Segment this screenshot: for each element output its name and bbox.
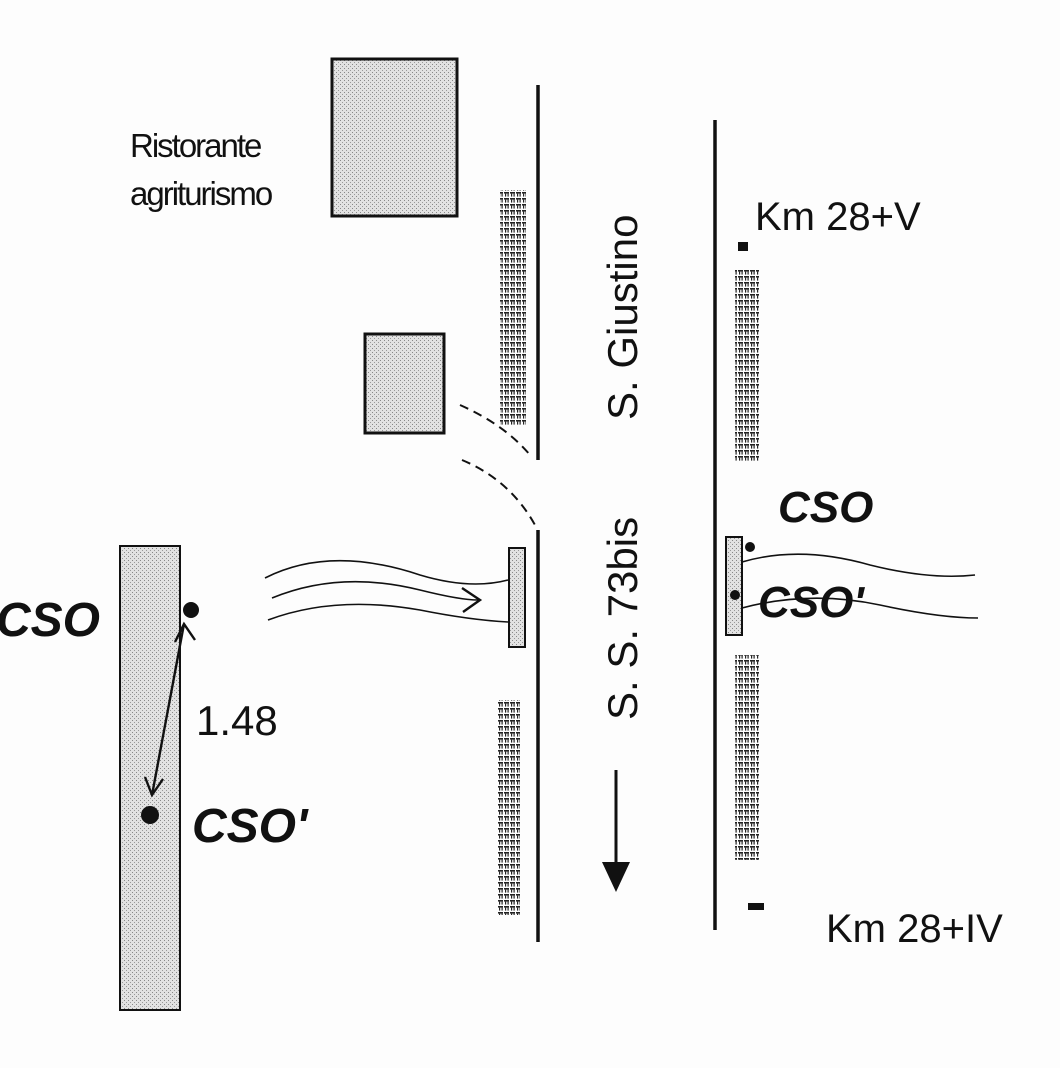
cso-left-label: CSO	[0, 594, 100, 647]
cso-point-left	[183, 602, 199, 618]
km-marker-lower	[748, 903, 764, 910]
guardrail-right-upper	[735, 270, 759, 462]
side-road-dashed	[459, 404, 536, 526]
agriturismo-label: agriturismo	[130, 175, 272, 212]
locality-label: S. Giustino	[599, 215, 646, 420]
detail-strip	[119, 545, 181, 1011]
cso-prime-left-label: CSO'	[192, 800, 309, 853]
distance-label: 1.48	[196, 697, 278, 744]
cso-point-right	[745, 542, 755, 552]
cso-prime-right-label: CSO'	[758, 578, 865, 627]
cso-prime-point-left	[141, 806, 159, 824]
culvert-right	[725, 536, 743, 636]
stream-right	[741, 553, 979, 619]
small-building	[363, 332, 446, 435]
km-marker-upper	[738, 242, 748, 251]
distance-double-arrow-icon	[143, 621, 196, 798]
guardrail-left-upper	[500, 190, 526, 425]
km-upper-label: Km 28+V	[755, 195, 921, 239]
guardrail-right-lower	[735, 655, 759, 860]
restaurant-building	[330, 57, 459, 218]
culvert-left	[508, 547, 526, 648]
km-lower-label: Km 28+IV	[826, 907, 1003, 951]
restaurant-label: Ristorante	[130, 127, 261, 164]
flow-direction-arrow-icon	[602, 770, 630, 892]
stream-left	[264, 559, 509, 623]
cso-prime-point-right	[730, 590, 740, 600]
guardrail-left-lower	[498, 700, 520, 915]
road-name-label: S. S. 73bis	[599, 517, 646, 720]
cso-right-label: CSO	[778, 483, 873, 532]
